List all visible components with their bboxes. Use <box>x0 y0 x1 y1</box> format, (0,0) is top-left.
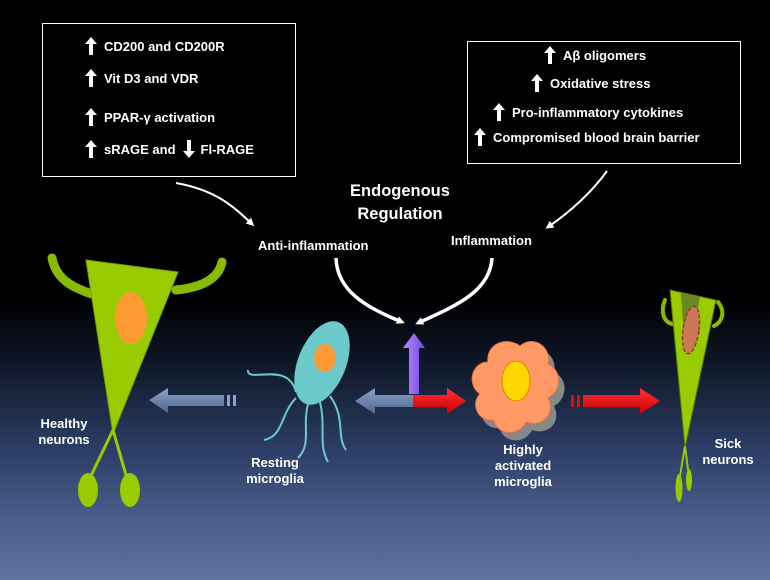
sick-neuron <box>660 289 725 502</box>
label-line: Resting <box>251 455 299 470</box>
activated-microglia-label: Highly activated microglia <box>483 442 563 490</box>
up-arrow-icon <box>474 128 486 146</box>
blue-arrow-to-healthy <box>149 388 236 413</box>
factor-cytokines: Pro-inflammatory cytokines <box>493 103 683 121</box>
activated-microglia <box>471 341 565 441</box>
endogenous-regulation-title: Endogenous Regulation <box>325 180 475 226</box>
healthy-neuron <box>47 253 227 507</box>
up-arrow-icon <box>531 74 543 92</box>
inflammation-label: Inflammation <box>451 233 532 248</box>
factor-bbb: Compromised blood brain barrier <box>474 128 700 146</box>
up-arrow-icon <box>85 108 97 126</box>
anti-to-center-arrow <box>334 257 405 324</box>
factor-label: CD200 and CD200R <box>104 38 225 54</box>
factor-label: Fl-RAGE <box>200 141 254 157</box>
up-arrow-icon <box>544 46 556 64</box>
factor-cd200: CD200 and CD200R <box>85 37 225 55</box>
harmful-factors-box: Aβ oligomers Oxidative stress Pro-inflam… <box>467 41 741 164</box>
factor-label: sRAGE and <box>104 141 176 157</box>
factor-label: Vit D3 and VDR <box>104 70 199 86</box>
label-line: Sick <box>714 436 742 451</box>
factor-label: PPAR-γ activation <box>104 109 216 125</box>
factor-oxidative: Oxidative stress <box>531 74 650 92</box>
right-box-to-inflammation-arrow <box>545 170 608 229</box>
title-line: Regulation <box>357 205 443 223</box>
healthy-neurons-label: Healthy neurons <box>34 416 94 448</box>
factor-label: Aβ oligomers <box>563 47 647 63</box>
factor-srage: sRAGE and Fl-RAGE <box>85 140 254 158</box>
factor-abeta: Aβ oligomers <box>544 46 646 64</box>
factor-vitd3: Vit D3 and VDR <box>85 69 198 87</box>
label-line: neurons <box>38 432 90 447</box>
factor-label: Compromised blood brain barrier <box>493 129 700 145</box>
central-double-arrow <box>355 388 466 414</box>
left-box-to-anti-arrow <box>175 182 255 227</box>
anti-inflammation-label: Anti-inflammation <box>258 238 369 253</box>
inflammation-to-center-arrow <box>415 257 494 325</box>
label-line: Healthy <box>40 416 88 431</box>
factor-ppar: PPAR-γ activation <box>85 108 215 126</box>
up-arrow-icon <box>85 37 97 55</box>
purple-up-arrow <box>403 333 425 394</box>
factor-label: Oxidative stress <box>550 75 651 91</box>
label-line: activated <box>494 458 552 473</box>
sick-neurons-label: Sick neurons <box>698 436 758 468</box>
label-line: Highly <box>503 442 543 457</box>
label-line: microglia <box>494 474 552 489</box>
resting-microglia <box>247 321 350 463</box>
protective-factors-box: CD200 and CD200R Vit D3 and VDR PPAR-γ a… <box>42 23 296 177</box>
label-line: neurons <box>702 452 754 467</box>
factor-label: Pro-inflammatory cytokines <box>512 104 684 120</box>
red-arrow-to-sick <box>571 388 660 414</box>
resting-microglia-label: Resting microglia <box>237 455 313 487</box>
down-arrow-icon <box>182 140 195 158</box>
label-line: microglia <box>246 471 304 486</box>
up-arrow-icon <box>85 140 97 158</box>
title-line: Endogenous <box>350 182 450 200</box>
up-arrow-icon <box>85 69 97 87</box>
up-arrow-icon <box>493 103 505 121</box>
